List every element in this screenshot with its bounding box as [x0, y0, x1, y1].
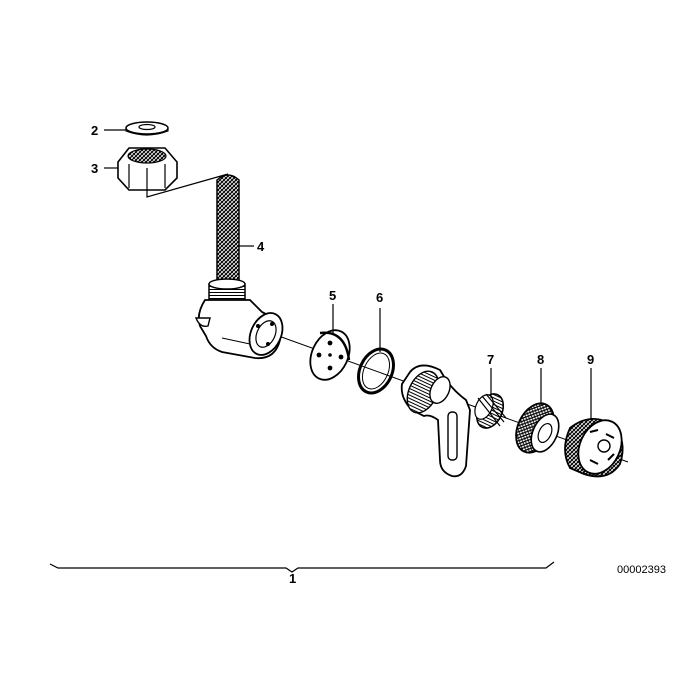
fuel-tube-part-4 [208, 174, 246, 301]
callout-9: 9 [587, 352, 594, 367]
o-ring-part-6 [357, 347, 395, 395]
leader-lines [104, 129, 592, 420]
callout-7: 7 [487, 352, 494, 367]
callout-4: 4 [257, 239, 265, 254]
document-number: 00002393 [617, 564, 666, 576]
valve-disc-part-5 [309, 329, 351, 381]
callout-5: 5 [329, 288, 336, 303]
spring-part-7 [474, 393, 507, 429]
threaded-ring-part-8 [515, 402, 560, 454]
hex-nut-part-3 [117, 147, 178, 191]
callout-2: 2 [91, 123, 98, 138]
assembly-bracket [49, 561, 555, 573]
nut-to-tube-link-line [146, 173, 229, 198]
callout-8: 8 [537, 352, 544, 367]
valve-lever [400, 364, 471, 478]
callout-1: 1 [289, 571, 296, 586]
washer-part-2 [125, 121, 169, 136]
cap-nut-part-9 [564, 418, 624, 478]
callout-6: 6 [376, 290, 383, 305]
valve-body [194, 299, 284, 360]
callout-3: 3 [91, 161, 98, 176]
